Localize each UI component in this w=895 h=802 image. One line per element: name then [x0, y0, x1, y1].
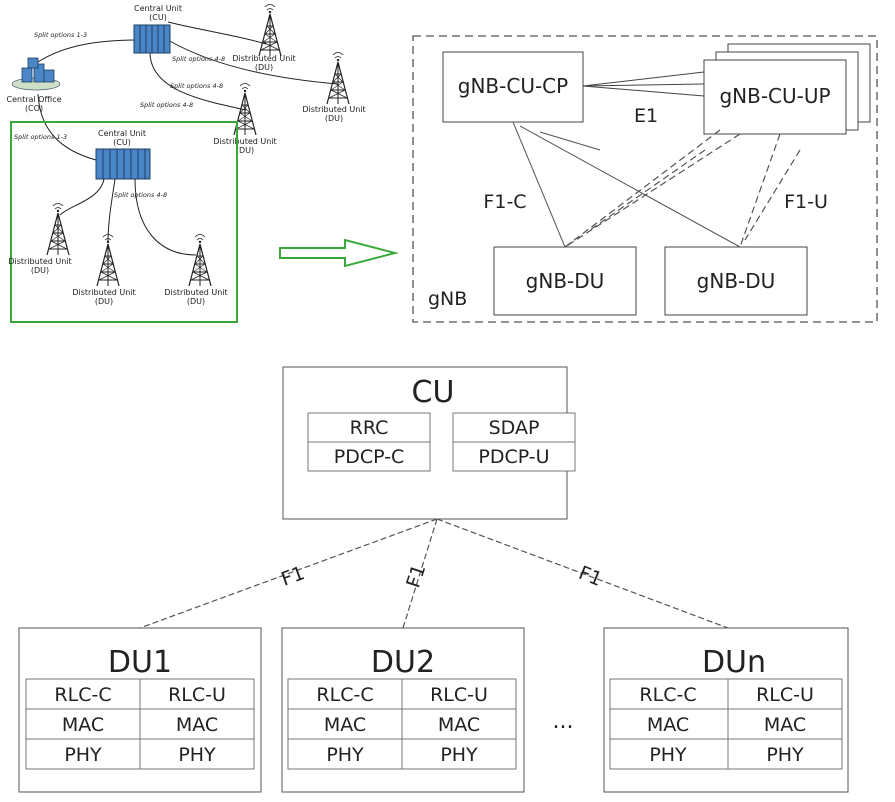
tower-icon — [96, 233, 120, 287]
du-cell-rlc-u: RLC-U — [168, 684, 226, 706]
du-box-1: DU1 RLC-C RLC-U MAC MAC PHY PHY — [18, 627, 262, 793]
tower-icon — [326, 51, 350, 105]
transform-arrow-icon — [279, 238, 399, 268]
cu-cell-sdap: SDAP — [489, 417, 540, 439]
split-label-c: Split options 4-8 — [170, 82, 223, 90]
tower-icon — [188, 233, 212, 287]
du-cell-rlc-c: RLC-C — [639, 684, 696, 706]
gnb-container-label: gNB — [428, 288, 467, 310]
central-unit-top-title: Central Unit — [134, 4, 182, 13]
du-label-title: Distributed Unit — [164, 288, 227, 297]
split-label-d: Split options 4-8 — [140, 101, 193, 109]
du-cell-mac-right: MAC — [176, 714, 218, 736]
du-label-abbr: (DU) — [255, 63, 273, 72]
topology-panel: Central Unit (CU) Central Office (CO) Sp… — [6, 3, 366, 323]
central-office-icon — [11, 57, 61, 91]
du-cell-phy-left: PHY — [64, 744, 102, 766]
du-cell-phy-right: PHY — [766, 744, 804, 766]
du-cell-phy-left: PHY — [326, 744, 364, 766]
f1-label-1: F1 — [278, 562, 307, 591]
du-label-title: Distributed Unit — [72, 288, 135, 297]
du-cell-rlc-c: RLC-C — [54, 684, 111, 706]
split-label-f: Split options 4-8 — [114, 191, 167, 199]
du-label-title: Distributed Unit — [302, 105, 365, 114]
du-cell-mac-left: MAC — [324, 714, 366, 736]
e1-label: E1 — [634, 105, 658, 127]
gnb-cu-up-box — [703, 59, 847, 135]
highlight-box — [10, 121, 238, 323]
du-box-n: DUn RLC-C RLC-U MAC MAC PHY PHY — [603, 627, 849, 793]
du-cell-rlc-u: RLC-U — [756, 684, 814, 706]
central-unit-bottom-abbr: (CU) — [113, 138, 131, 147]
central-unit-bottom-title: Central Unit — [98, 129, 146, 138]
split-label-e: Split options 1-3 — [14, 133, 67, 141]
cu-cell-rrc: RRC — [350, 417, 389, 439]
du-cell-phy-left: PHY — [649, 744, 687, 766]
du-cell-mac-left: MAC — [62, 714, 104, 736]
cu-cell-pdcp-u: PDCP-U — [478, 446, 549, 468]
du-ellipsis: ... — [553, 709, 574, 734]
central-unit-top-abbr: (CU) — [149, 13, 167, 22]
gnb-panel: gNB-CU-UP gNB-CU-CP E1 F1-C F1-U gNB-DU … — [412, 35, 878, 323]
du-label-abbr: (DU) — [236, 146, 254, 155]
cu-title: CU — [412, 375, 455, 410]
split-label-a: Split options 1-3 — [34, 31, 87, 39]
split-label-b: Split options 4-8 — [172, 55, 225, 63]
gnb-cu-up-label: gNB-CU-UP — [719, 84, 830, 108]
du-label-abbr: (DU) — [187, 297, 205, 306]
gnb-du-label-a: gNB-DU — [526, 269, 605, 293]
gnb-cu-cp-box — [442, 51, 584, 123]
tower-icon — [258, 3, 282, 57]
f1-label-3: F1 — [575, 562, 605, 591]
f1-label-2: F1 — [402, 562, 430, 591]
du-label-abbr: (DU) — [31, 266, 49, 275]
du-title: DUn — [702, 645, 766, 680]
f1u-label: F1-U — [784, 191, 828, 213]
arch-panel: CU RRC PDCP-C SDAP PDCP-U F1 F1 F1 DU1 R… — [18, 366, 849, 793]
gnb-du-label-b: gNB-DU — [697, 269, 776, 293]
cu-cell-pdcp-c: PDCP-C — [334, 446, 405, 468]
du-cell-phy-right: PHY — [178, 744, 216, 766]
du-box-2: DU2 RLC-C RLC-U MAC MAC PHY PHY — [281, 627, 525, 793]
gnb-du-box-b — [664, 246, 808, 316]
du-cell-phy-right: PHY — [440, 744, 478, 766]
du-title: DU2 — [371, 645, 435, 680]
du-label-title: Distributed Unit — [232, 54, 295, 63]
du-cell-rlc-u: RLC-U — [430, 684, 488, 706]
gnb-du-box-a — [493, 246, 637, 316]
gnb-cu-cp-label: gNB-CU-CP — [458, 74, 568, 98]
du-cell-mac-left: MAC — [647, 714, 689, 736]
du-title: DU1 — [108, 645, 172, 680]
central-office-abbr: (CO) — [25, 104, 43, 113]
du-cell-rlc-c: RLC-C — [316, 684, 373, 706]
central-unit-bottom-icon — [95, 148, 151, 180]
du-label-abbr: (DU) — [325, 114, 343, 123]
central-unit-top-icon — [133, 24, 171, 54]
central-office-title: Central Office — [6, 95, 61, 104]
f1c-label: F1-C — [483, 191, 526, 213]
du-cell-mac-right: MAC — [764, 714, 806, 736]
du-label-abbr: (DU) — [95, 297, 113, 306]
du-label-title: Distributed Unit — [213, 137, 276, 146]
gnb-container — [412, 35, 878, 323]
du-cell-mac-right: MAC — [438, 714, 480, 736]
du-label-title: Distributed Unit — [8, 257, 71, 266]
